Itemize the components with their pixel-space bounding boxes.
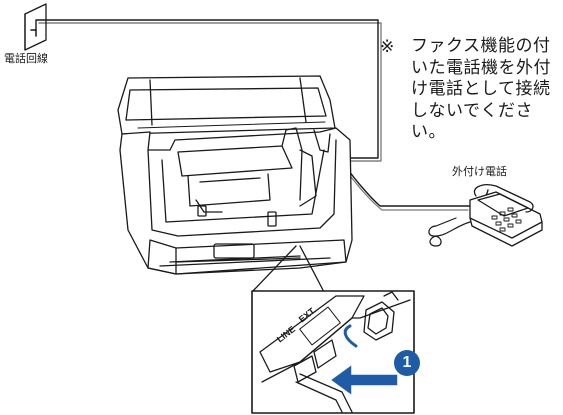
port-closeup [251, 290, 415, 414]
step-badge-number: 1 [402, 354, 412, 371]
phone-line-label: 電話回線 [4, 52, 48, 65]
note-line: ファクス機能の付 [411, 36, 551, 56]
note-mark: ※ [380, 37, 395, 57]
caution-note: ファクス機能の付 いた電話機を外付 け電話として接続 しないでくださ い。 [411, 36, 561, 144]
rotate-arrow-icon [343, 324, 358, 348]
note-line: け電話として接続 [411, 79, 551, 99]
external-phone-label: 外付け電話 [452, 165, 507, 178]
telephone-icon [428, 184, 543, 247]
note-line: しないでくださ [411, 100, 533, 121]
note-line: いた電話機を外付 [411, 57, 551, 78]
modular-plug-icon [363, 291, 399, 341]
note-line: い。 [411, 122, 446, 142]
insert-arrow-icon [328, 362, 399, 398]
printer-icon [117, 75, 353, 275]
step-badge [394, 350, 420, 376]
